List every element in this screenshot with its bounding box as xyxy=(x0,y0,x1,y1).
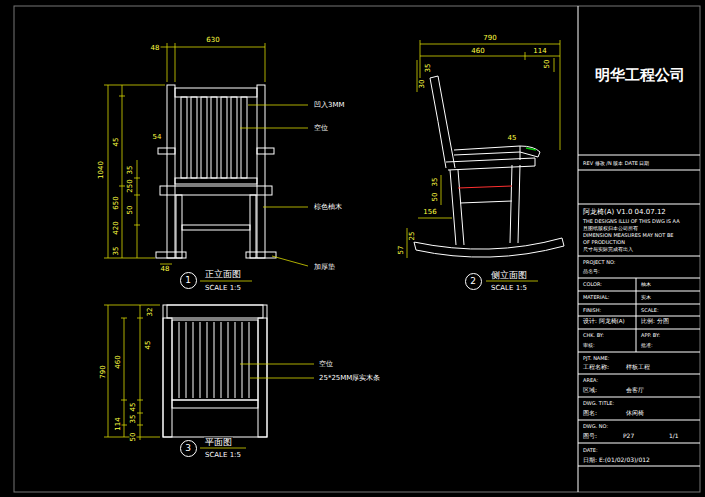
dimension-text: 50 xyxy=(127,205,134,216)
dimension-text: 48 xyxy=(160,266,171,273)
title-block-text: APP. BY: xyxy=(640,333,661,338)
callout-text: 加厚垫 xyxy=(313,264,336,271)
title-block-text: 样板工程 xyxy=(625,364,651,370)
dimension-text: 35 xyxy=(113,246,120,257)
title-block-text: 图名: xyxy=(582,410,598,416)
title-block-text: 且图纸版权归本公司所有 xyxy=(582,226,639,231)
view-title: SCALE 1:5 xyxy=(490,285,528,292)
title-block-text: PJT. NAME: xyxy=(582,356,610,361)
dimension-text: 57 xyxy=(398,245,405,256)
dimension-text: 54 xyxy=(152,134,163,141)
callout-number: 2 xyxy=(470,277,476,286)
title-block-text: DATE: xyxy=(582,448,599,453)
dimension-text: 50 xyxy=(130,432,137,443)
callout-text: 凹入3MM xyxy=(313,102,346,109)
title-block-text: OF PRODUCTION xyxy=(582,240,626,245)
title-block-text: FINISH: xyxy=(582,308,602,313)
dimension-text: 790 xyxy=(100,364,107,379)
view-callout-circle: 3 xyxy=(180,440,197,457)
title-block-text: 柚木 xyxy=(640,282,652,287)
title-block-text: REV 修改 /N 版本 DATE 日期 xyxy=(582,161,650,166)
dimension-text: 50 xyxy=(432,192,439,203)
title-block-text: DIMENSION MEASURES MAY NOT BE xyxy=(582,233,674,238)
dimension-text: 45 xyxy=(145,340,152,351)
title-block-text: THE DESIGNS ILLU OF THIS DWG IS AA xyxy=(582,219,681,224)
title-block-text: MATERIAL: xyxy=(582,295,610,300)
dimension-text: 32 xyxy=(147,307,154,318)
dimension-text: 460 xyxy=(470,48,485,55)
title-block-text: 比例: 分图 xyxy=(640,319,670,325)
title-block-text: 会客厅 xyxy=(625,387,645,393)
title-block-text: 品名号: xyxy=(582,269,601,274)
title-block-text: DWG. TITLE: xyxy=(582,401,615,406)
dimension-text: 35 xyxy=(432,177,439,188)
title-block-text: 设计: 阿龙椅(A) xyxy=(582,319,626,325)
title-block-text: 尺寸与实际完成有出入 xyxy=(582,247,634,252)
title-block-text: COLOR: xyxy=(582,282,603,287)
title-block-text: 1/1 xyxy=(668,433,680,439)
view-title: SCALE 1:5 xyxy=(204,285,242,292)
view-title: SCALE 1:5 xyxy=(204,452,242,459)
dimension-text: 45 xyxy=(130,402,137,413)
dimension-text: 114 xyxy=(532,48,547,55)
dimension-text: 45 xyxy=(113,137,120,148)
title-block-text: 审核: xyxy=(582,343,596,348)
dimension-text: 50 xyxy=(544,59,551,70)
view-title: 正立面图 xyxy=(204,270,242,279)
title-block-text: 日期: E:(01/02/03)/012 xyxy=(582,457,651,463)
callout-text: 25*25MM厚实木条 xyxy=(318,375,381,382)
dimension-text: 35 xyxy=(130,414,137,425)
dimension-text: 156 xyxy=(422,209,437,216)
company-name: 明华工程公司 xyxy=(595,68,685,83)
title-block-text: 图号: xyxy=(582,433,598,439)
title-block-text: PROJECT NO: xyxy=(582,260,616,265)
dimension-text: 790 xyxy=(482,35,497,42)
title-block-text: AREA: xyxy=(582,378,599,383)
callout-text: 棕色柚木 xyxy=(313,204,343,211)
title-block-text: SCALE: xyxy=(640,308,660,313)
callout-number: 1 xyxy=(185,276,191,285)
title-block-text: 阿龙椅(A) V1.0 04.07.12 xyxy=(582,209,667,216)
dimension-text: 650 xyxy=(113,195,120,210)
callout-number: 3 xyxy=(185,444,191,453)
title-block-text: P27 xyxy=(622,433,635,439)
view-title: 侧立面图 xyxy=(490,271,528,280)
callout-text: 空位 xyxy=(313,125,329,132)
dimension-text: 48 xyxy=(150,45,161,52)
title-block-text: DWG. NO: xyxy=(582,424,609,429)
dimension-text: 630 xyxy=(205,37,220,44)
title-block-text: 区域: xyxy=(582,387,598,393)
dimension-text: 35 xyxy=(127,165,134,176)
dimension-text: 420 xyxy=(113,220,120,235)
dimension-text: 250 xyxy=(127,178,134,193)
dimension-text: 1040 xyxy=(98,160,105,180)
dimension-text: 114 xyxy=(115,416,122,431)
dimension-text: 35 xyxy=(425,63,432,74)
title-block-text: CHK. BY: xyxy=(582,333,605,338)
dimension-text: 45 xyxy=(507,135,518,142)
view-title: 平面图 xyxy=(204,438,233,447)
dimension-text: 30 xyxy=(419,79,426,90)
callout-text: 空位 xyxy=(318,361,334,368)
title-block-text: 实木 xyxy=(640,295,652,300)
view-callout-circle: 2 xyxy=(465,273,482,290)
title-block-text: 批准: xyxy=(640,343,654,348)
title-block-text: 工程名称: xyxy=(582,364,610,370)
dimension-text: 460 xyxy=(115,354,122,369)
view-callout-circle: 1 xyxy=(180,272,197,289)
dimension-text: 25 xyxy=(409,231,416,242)
title-block-text: 休闲椅 xyxy=(625,410,645,416)
